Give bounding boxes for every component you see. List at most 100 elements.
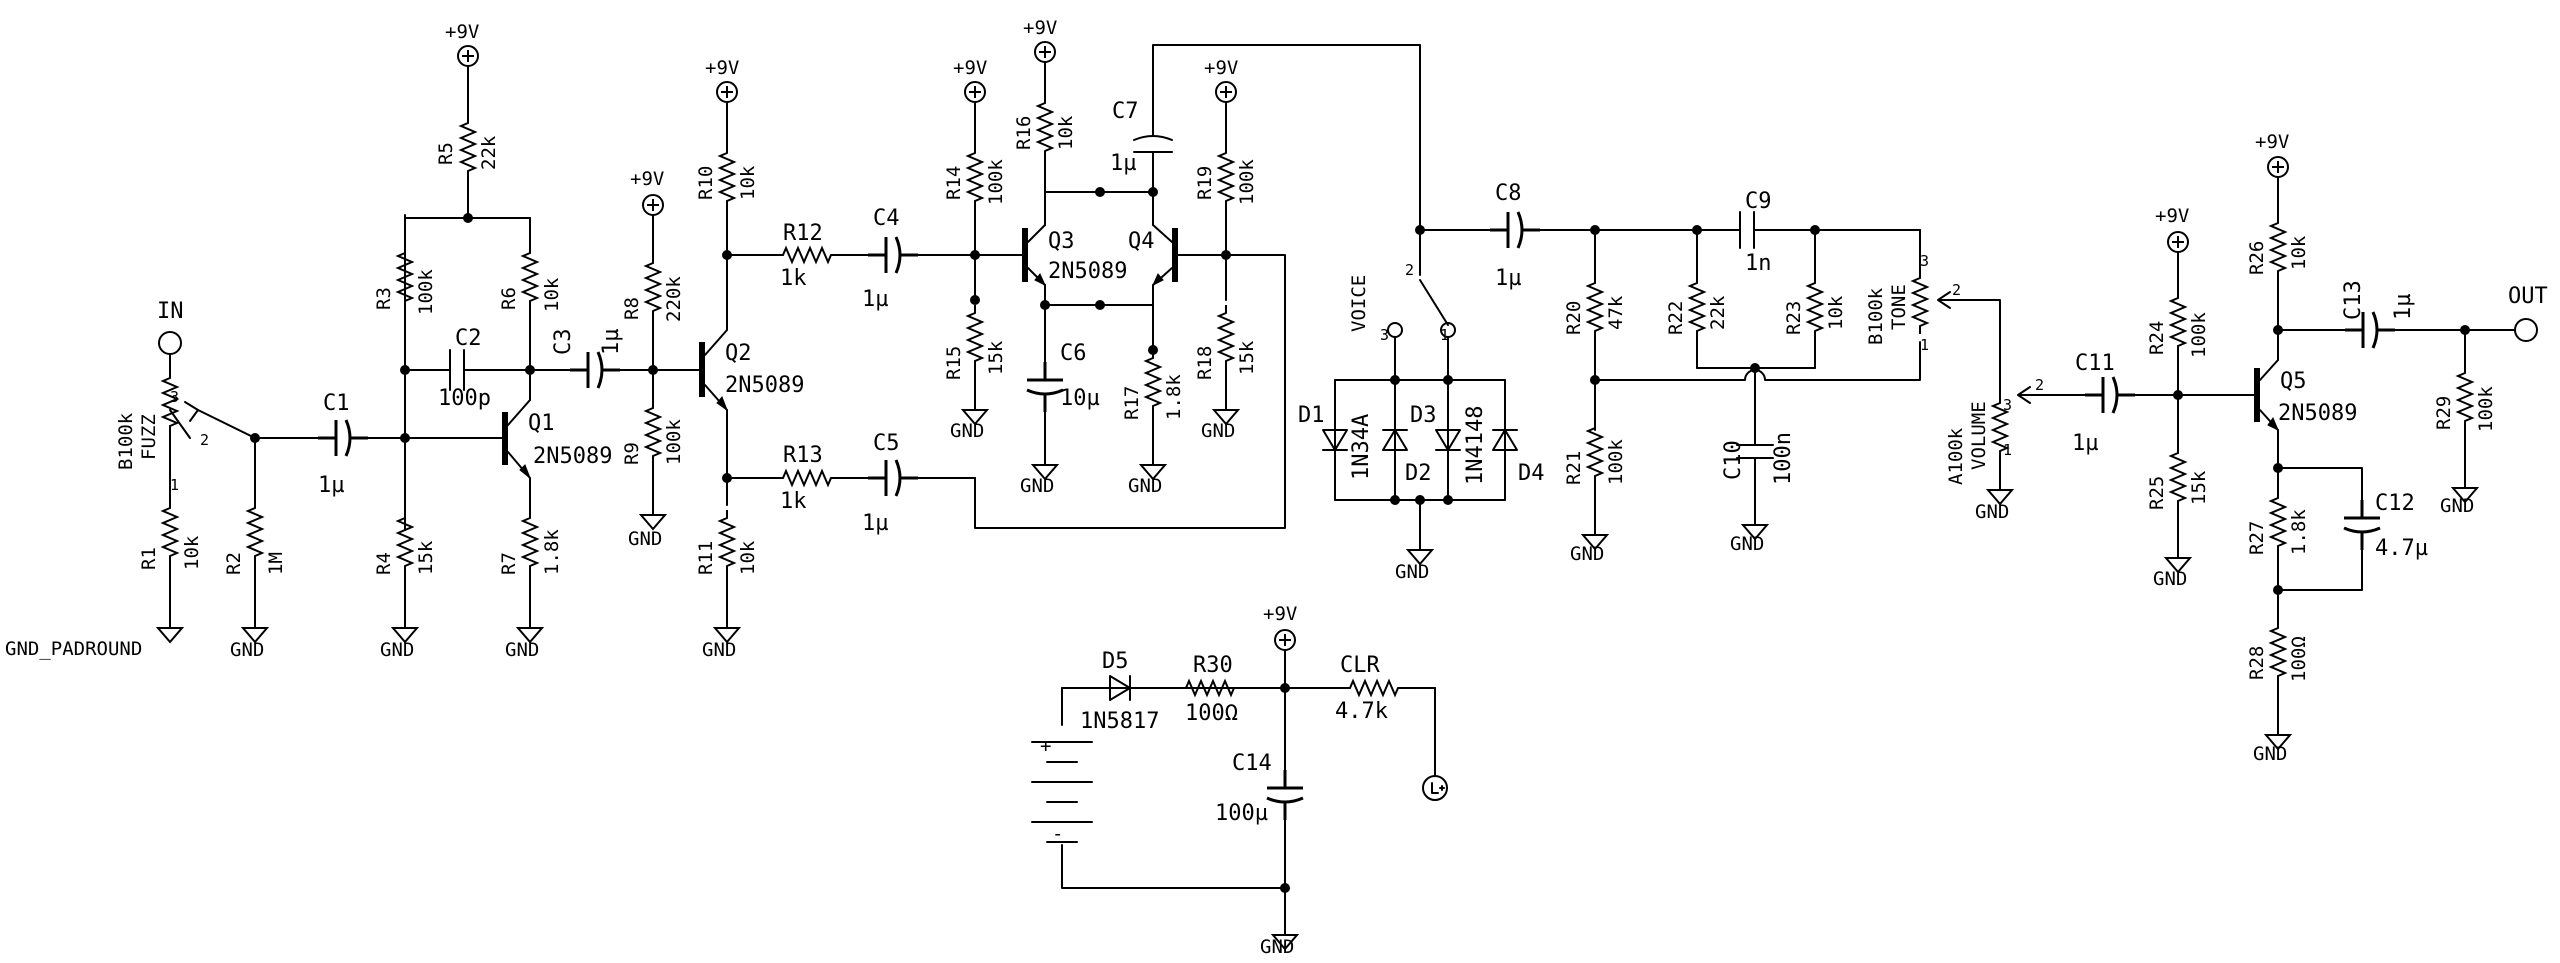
svg-text:22k: 22k (478, 135, 500, 170)
svg-text:1µ: 1µ (599, 329, 624, 356)
svg-text:15k: 15k (2188, 470, 2210, 505)
svg-text:1µ: 1µ (318, 473, 345, 498)
volume-value: A100k (1945, 427, 1967, 485)
svg-text:+9V: +9V (630, 168, 664, 190)
voice-label: VOICE (1348, 275, 1370, 332)
svg-text:1µ: 1µ (2391, 294, 2416, 321)
svg-text:1: 1 (170, 476, 179, 494)
svg-text:GND: GND (1128, 475, 1162, 497)
svg-text:10k: 10k (1825, 295, 1847, 330)
svg-text:+9V: +9V (2255, 131, 2289, 153)
resistor-r24 (2167, 231, 2189, 446)
svg-text:1M: 1M (265, 552, 287, 575)
svg-text:GND: GND (1730, 533, 1764, 555)
svg-text:+9V: +9V (2155, 205, 2189, 227)
svg-text:C10: C10 (1721, 440, 1746, 480)
resistor-r9 (640, 399, 666, 530)
resistor-r2 (242, 437, 268, 643)
resistor-r27 (2270, 467, 2286, 621)
svg-text:GND: GND (230, 639, 264, 661)
svg-text:C12: C12 (2375, 491, 2415, 516)
capacitor-c13 (2277, 310, 2516, 350)
svg-text:R6: R6 (498, 287, 520, 310)
svg-text:R25: R25 (2146, 476, 2168, 510)
resistor-r14 (964, 81, 986, 301)
resistor-r4 (392, 509, 418, 643)
svg-text:R23: R23 (1783, 301, 1805, 335)
svg-text:R30: R30 (1193, 653, 1233, 678)
svg-text:C5: C5 (873, 431, 900, 456)
resistor-r29 (2452, 329, 2478, 503)
volume-potentiometer[interactable] (1987, 386, 2041, 505)
resistor-r8 (642, 194, 664, 401)
svg-text:C13: C13 (2341, 280, 2366, 320)
svg-text:R29: R29 (2433, 396, 2455, 430)
svg-text:10k: 10k (737, 540, 759, 575)
svg-text:R3: R3 (373, 287, 395, 310)
svg-text:1µ: 1µ (2072, 431, 2099, 456)
svg-text:1.8k: 1.8k (1163, 374, 1185, 420)
svg-text:4.7k: 4.7k (1335, 699, 1388, 724)
tone-potentiometer[interactable] (1912, 229, 2001, 396)
svg-text:100Ω: 100Ω (2288, 636, 2310, 682)
capacitor-c11 (2039, 375, 2241, 415)
svg-text:R10: R10 (695, 166, 717, 200)
svg-text:C11: C11 (2075, 351, 2115, 376)
resistor-r19 (1215, 81, 1237, 301)
svg-text:R19: R19 (1194, 166, 1216, 200)
resistor-r5 (457, 45, 479, 219)
svg-text:10µ: 10µ (1060, 386, 1100, 411)
svg-text:+9V: +9V (1263, 603, 1297, 625)
svg-text:GND: GND (1395, 561, 1429, 583)
svg-text:R14: R14 (943, 166, 965, 200)
capacitor-c5 (866, 254, 1286, 529)
svg-text:1: 1 (2003, 441, 2012, 459)
svg-text:C14: C14 (1232, 751, 1272, 776)
capacitor-c1 (254, 418, 406, 458)
svg-text:Q2: Q2 (725, 341, 752, 366)
svg-text:15k: 15k (985, 340, 1007, 375)
capacitor-c10 (1736, 367, 1774, 540)
svg-text:100k: 100k (1236, 159, 1258, 205)
svg-text:+9V: +9V (445, 21, 479, 43)
resistor-r3 (397, 217, 413, 310)
output-jack[interactable] (2514, 318, 2538, 342)
resistor-r25 (2165, 444, 2191, 573)
svg-text:47k: 47k (1605, 295, 1627, 330)
led-pad (1422, 775, 1448, 801)
svg-text:R28: R28 (2246, 646, 2268, 680)
svg-text:R9: R9 (621, 442, 643, 465)
svg-text:1.8k: 1.8k (541, 529, 563, 575)
svg-text:15k: 15k (415, 540, 437, 575)
resistor-r13 (726, 470, 869, 486)
input-jack[interactable] (158, 331, 182, 371)
svg-text:CLR: CLR (1340, 653, 1380, 678)
svg-text:3: 3 (1920, 252, 1929, 270)
input-label: IN (157, 299, 184, 324)
fuzz-potentiometer[interactable] (162, 369, 256, 439)
svg-text:R15: R15 (943, 346, 965, 380)
svg-text:GND: GND (1975, 501, 2009, 523)
resistor-r1 (157, 433, 183, 643)
transistor-q2 (652, 329, 729, 412)
svg-text:3: 3 (1380, 326, 1389, 344)
resistor-clr (1341, 680, 1436, 776)
svg-text:GND: GND (1570, 543, 1604, 565)
svg-text:2: 2 (1405, 261, 1414, 279)
svg-text:R12: R12 (783, 221, 823, 246)
resistor-r18 (1213, 304, 1239, 425)
svg-text:C9: C9 (1745, 189, 1772, 214)
gnd-padround-label: GND_PADROUND (5, 638, 142, 660)
resistor-r12 (726, 247, 869, 263)
svg-text:C2: C2 (455, 326, 482, 351)
svg-text:2: 2 (2035, 376, 2044, 394)
svg-text:100k: 100k (985, 159, 1007, 205)
svg-text:GND: GND (702, 639, 736, 661)
voice-switch[interactable] (1387, 229, 1456, 338)
resistor-r23 (1807, 229, 1823, 369)
svg-text:100k: 100k (663, 419, 685, 465)
diode-d5 (1061, 675, 1179, 701)
svg-text:2N5089: 2N5089 (725, 373, 804, 398)
svg-text:1.8k: 1.8k (2288, 509, 2310, 555)
